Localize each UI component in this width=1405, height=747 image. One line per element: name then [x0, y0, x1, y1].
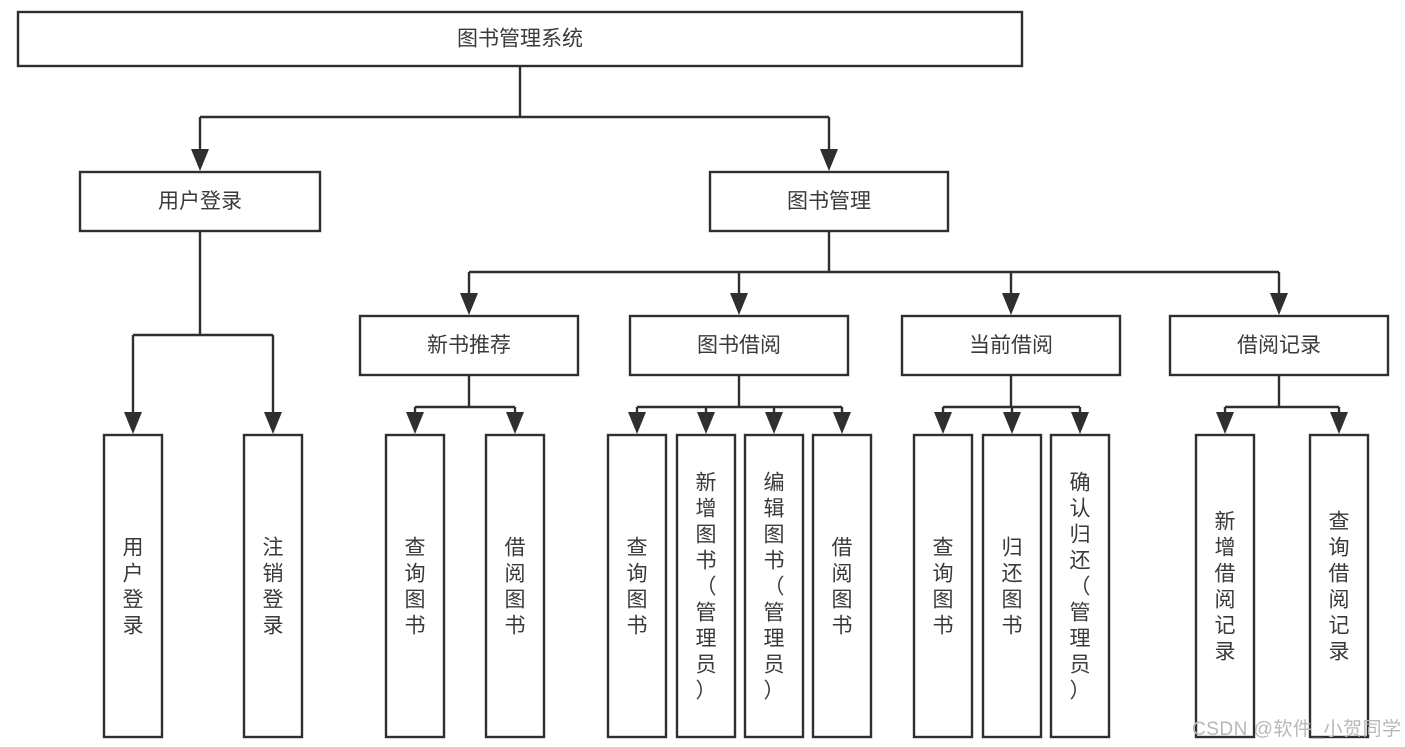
node-leaf-logout-label: 注销登录	[263, 536, 284, 637]
node-current-borrow-label: 当前借阅	[969, 334, 1053, 357]
node-leaf-borrow-book-2-box[interactable]	[811, 433, 873, 739]
connector-group-current-borrow	[934, 375, 1089, 434]
node-user-login-box[interactable]	[78, 170, 322, 233]
node-new-book-recommend-label: 新书推荐	[427, 334, 511, 357]
node-leaf-return-book-label: 归还图书	[1002, 536, 1023, 637]
node-leaf-query-book-3-label: 查询图书	[933, 536, 954, 637]
node-leaf-query-record[interactable]: 查询借阅记录	[1308, 433, 1370, 739]
node-leaf-add-record[interactable]: 新增借阅记录	[1194, 433, 1256, 739]
node-leaf-add-record-box[interactable]	[1194, 433, 1256, 739]
node-leaf-add-book[interactable]: 新增图书（管理员）	[675, 433, 737, 739]
node-new-book-recommend[interactable]: 新书推荐	[358, 314, 580, 377]
node-root-label: 图书管理系统	[457, 28, 583, 51]
connector-group-book-manage	[460, 231, 1288, 315]
node-leaf-borrow-book-2[interactable]: 借阅图书	[811, 433, 873, 739]
node-leaf-query-book-2[interactable]: 查询图书	[606, 433, 668, 739]
node-leaf-query-book-2-box[interactable]	[606, 433, 668, 739]
node-leaf-borrow-book-1[interactable]: 借阅图书	[484, 433, 546, 739]
connector-group-book-borrow	[628, 375, 851, 434]
node-current-borrow[interactable]: 当前借阅	[900, 314, 1122, 377]
node-leaf-logout[interactable]: 注销登录	[242, 433, 304, 739]
node-root[interactable]: 图书管理系统	[16, 10, 1024, 68]
node-leaf-confirm-return-box[interactable]	[1049, 433, 1111, 739]
node-book-borrow-label: 图书借阅	[697, 334, 781, 357]
node-current-borrow-box[interactable]	[900, 314, 1122, 377]
node-leaf-confirm-return[interactable]: 确认归还（管理员）	[1049, 433, 1111, 739]
node-user-login-label: 用户登录	[158, 190, 242, 213]
node-leaf-borrow-book-1-box[interactable]	[484, 433, 546, 739]
node-new-book-recommend-box[interactable]	[358, 314, 580, 377]
connector-group-new-book-recommend	[406, 375, 524, 434]
node-leaf-return-book-box[interactable]	[981, 433, 1043, 739]
node-leaf-user-login-label: 用户登录	[123, 536, 144, 637]
node-leaf-user-login-box[interactable]	[102, 433, 164, 739]
node-leaf-confirm-return-label: 确认归还（管理员）	[1070, 471, 1091, 702]
node-layer: 图书管理系统用户登录图书管理新书推荐图书借阅当前借阅借阅记录用户登录注销登录查询…	[16, 10, 1390, 739]
connector-layer	[124, 66, 1348, 434]
node-leaf-query-record-box[interactable]	[1308, 433, 1370, 739]
node-book-manage-label: 图书管理	[787, 190, 871, 213]
connector-group-borrow-record	[1216, 375, 1348, 434]
node-borrow-record-box[interactable]	[1168, 314, 1390, 377]
node-leaf-borrow-book-2-label: 借阅图书	[832, 536, 853, 637]
node-leaf-add-book-box[interactable]	[675, 433, 737, 739]
node-leaf-query-book-3-box[interactable]	[912, 433, 974, 739]
node-leaf-edit-book-box[interactable]	[743, 433, 805, 739]
node-borrow-record-label: 借阅记录	[1237, 334, 1321, 357]
node-borrow-record[interactable]: 借阅记录	[1168, 314, 1390, 377]
node-leaf-user-login[interactable]: 用户登录	[102, 433, 164, 739]
node-book-manage-box[interactable]	[708, 170, 950, 233]
node-leaf-edit-book[interactable]: 编辑图书（管理员）	[743, 433, 805, 739]
node-user-login[interactable]: 用户登录	[78, 170, 322, 233]
connector-group-user-login	[124, 231, 282, 434]
node-book-manage[interactable]: 图书管理	[708, 170, 950, 233]
node-root-box[interactable]	[16, 10, 1024, 68]
node-leaf-query-book-1[interactable]: 查询图书	[384, 433, 446, 739]
node-leaf-query-book-2-label: 查询图书	[627, 536, 648, 637]
node-leaf-add-record-label: 新增借阅记录	[1215, 510, 1236, 663]
node-leaf-return-book[interactable]: 归还图书	[981, 433, 1043, 739]
node-leaf-query-book-3[interactable]: 查询图书	[912, 433, 974, 739]
node-leaf-query-book-1-label: 查询图书	[405, 536, 426, 637]
node-leaf-borrow-book-1-label: 借阅图书	[505, 536, 526, 637]
node-leaf-query-record-label: 查询借阅记录	[1329, 510, 1350, 663]
node-book-borrow-box[interactable]	[628, 314, 850, 377]
node-leaf-query-book-1-box[interactable]	[384, 433, 446, 739]
node-leaf-add-book-label: 新增图书（管理员）	[696, 471, 717, 702]
connector-group-root	[191, 66, 838, 171]
node-leaf-logout-box[interactable]	[242, 433, 304, 739]
node-book-borrow[interactable]: 图书借阅	[628, 314, 850, 377]
node-leaf-edit-book-label: 编辑图书（管理员）	[764, 471, 785, 702]
